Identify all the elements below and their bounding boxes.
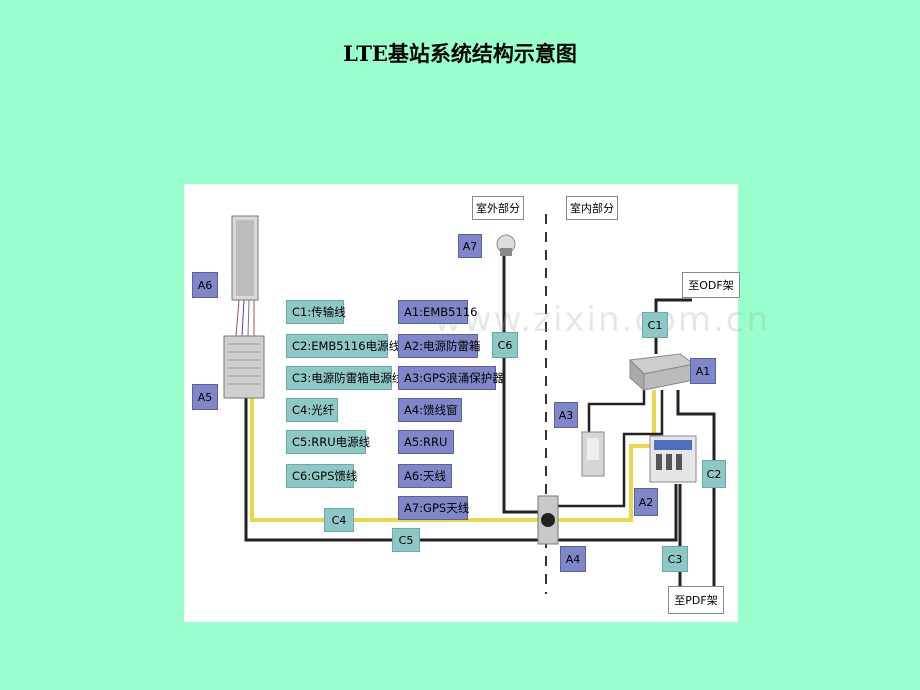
c5-power-line — [244, 394, 539, 542]
watermark-text: www.zixin.com.cn — [434, 300, 770, 340]
legend-c3: C3:电源防雷箱电源线 — [286, 366, 403, 390]
legend-c1: C1:传输线 — [286, 300, 346, 324]
legend-a5: A5:RRU — [398, 430, 454, 454]
indoor-region-label: 室内部分 — [566, 196, 618, 220]
legend-a6: A6:天线 — [398, 464, 452, 488]
tag-c6: C6 — [492, 332, 518, 358]
legend-c5: C5:RRU电源线 — [286, 430, 370, 454]
tag-c1: C1 — [642, 312, 668, 338]
legend-c2: C2:EMB5116电源线 — [286, 334, 400, 358]
tag-a7: A7 — [458, 234, 482, 258]
tag-c5: C5 — [392, 528, 420, 552]
tag-c3: C3 — [662, 546, 688, 572]
rru-drawing — [223, 335, 265, 399]
diagram-title: LTE基站系统结构示意图 — [343, 41, 577, 66]
tag-a6: A6 — [192, 272, 218, 298]
c4-fiber-line — [250, 394, 539, 522]
legend-c4: C4:光纤 — [286, 398, 338, 422]
legend-a7: A7:GPS天线 — [398, 496, 469, 520]
tag-a3: A3 — [554, 402, 578, 428]
legend-a4: A4:馈线窗 — [398, 398, 462, 422]
tag-a2: A2 — [634, 488, 658, 516]
legend-c6: C6:GPS馈线 — [286, 464, 357, 488]
legend-a3: A3:GPS浪涌保护器 — [398, 366, 504, 390]
tag-a4: A4 — [560, 546, 586, 572]
outdoor-region-label: 室外部分 — [472, 196, 524, 220]
connection-lines — [223, 214, 716, 602]
c5-power-line-indoor — [554, 484, 678, 542]
tag-c2: C2 — [702, 460, 726, 488]
c2-line — [676, 390, 716, 602]
c6-gps-line — [502, 256, 539, 514]
tag-c4: C4 — [324, 508, 354, 532]
diagram-panel: www.zixin.com.cn 室外部分 室内部分 C1:传输线 C2:EMB… — [184, 184, 768, 622]
c4-fiber-line-2 — [554, 390, 664, 508]
legend-a1: A1:EMB5116 — [398, 300, 477, 324]
c4-fiber-line-indoor — [554, 390, 656, 522]
destination-odf: 至ODF架 — [682, 272, 740, 298]
destination-pdf: 至PDF架 — [668, 586, 724, 614]
legend-a2: A2:电源防雷箱 — [398, 334, 481, 358]
a3-line — [587, 390, 646, 454]
tag-a5: A5 — [192, 384, 218, 410]
tag-a1: A1 — [690, 358, 716, 384]
